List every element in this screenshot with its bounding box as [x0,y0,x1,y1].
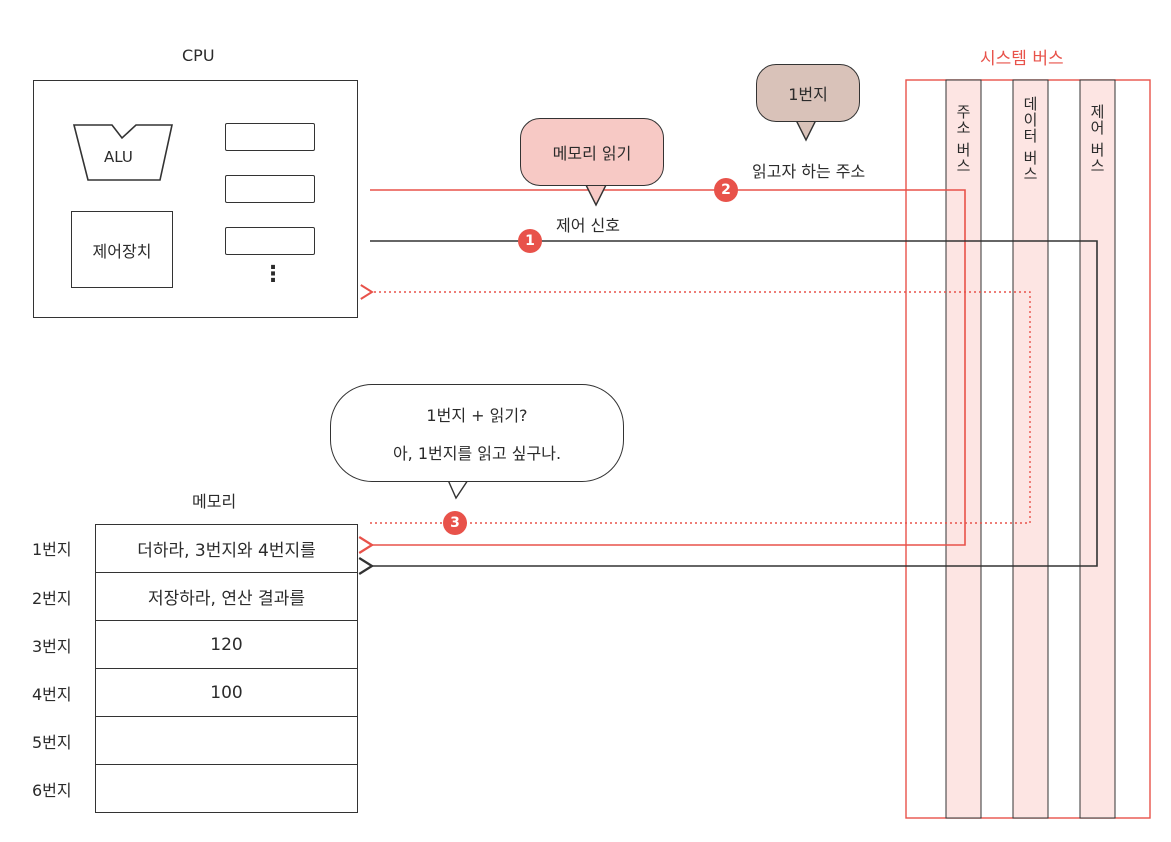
memory-cell [95,765,358,813]
address-bus-label: 주소 버스 [954,104,972,174]
control-line [358,240,1098,575]
address-bubble: 1번지 [756,64,860,122]
memory-row-label: 2번지 [32,589,72,608]
speech-line-1: 1번지 + 읽기? [426,406,528,425]
cpu-title: CPU [182,46,215,65]
memory-cell: 더하라, 3번지와 4번지를 [95,524,358,573]
step-badge-3: 3 [443,511,467,535]
register-1 [225,123,315,151]
memory-cell-value: 120 [210,634,243,655]
memory-row-label: 4번지 [32,685,72,704]
memory-row-label: 5번지 [32,733,72,752]
address-bubble-text: 1번지 [788,85,828,104]
memory-read-bubble: 메모리 읽기 [520,118,664,186]
memory-cell: 120 [95,621,358,669]
alu-shape [72,124,173,181]
address-label: 읽고자 하는 주소 [752,162,866,181]
alu-label: ALU [104,148,133,166]
register-2 [225,175,315,203]
register-ellipsis: ⋮ [262,262,284,287]
data-bus-label: 데이터 버스 [1021,96,1039,182]
speech-bubble: 1번지 + 읽기? 아, 1번지를 읽고 싶구나. [330,384,624,482]
cpu-box [33,80,358,318]
memory-cell [95,717,358,765]
system-bus-title: 시스템 버스 [980,49,1064,69]
control-bus-label: 제어 버스 [1088,104,1106,174]
data-line-dotted [360,284,1031,524]
memory-cell: 저장하라, 연산 결과를 [95,573,358,621]
memory-title: 메모리 [192,492,237,511]
control-unit-box: 제어장치 [71,211,173,288]
memory-row-label: 3번지 [32,637,72,656]
speech-line-2: 아, 1번지를 읽고 싶구나. [392,444,562,463]
address-line [358,189,966,554]
data-bus-strip [1012,79,1049,819]
memory-cell-value: 더하라, 3번지와 4번지를 [137,541,316,561]
step-badge-1: 1 [518,229,542,253]
control-unit-label: 제어장치 [92,241,152,261]
read-bubble-tail [585,184,607,207]
memory-read-text: 메모리 읽기 [552,144,632,163]
speech-bubble-tail [447,479,469,500]
step-badge-2: 2 [714,178,738,202]
memory-row-label: 6번지 [32,781,72,800]
control-signal-label: 제어 신호 [556,216,620,235]
address-bubble-tail [795,119,817,142]
memory-cell-value: 저장하라, 연산 결과를 [148,589,305,609]
memory-cell: 100 [95,669,358,717]
address-bus-strip [945,79,982,819]
memory-row-label: 1번지 [32,540,72,559]
register-3 [225,227,315,255]
memory-cell-value: 100 [210,682,243,703]
